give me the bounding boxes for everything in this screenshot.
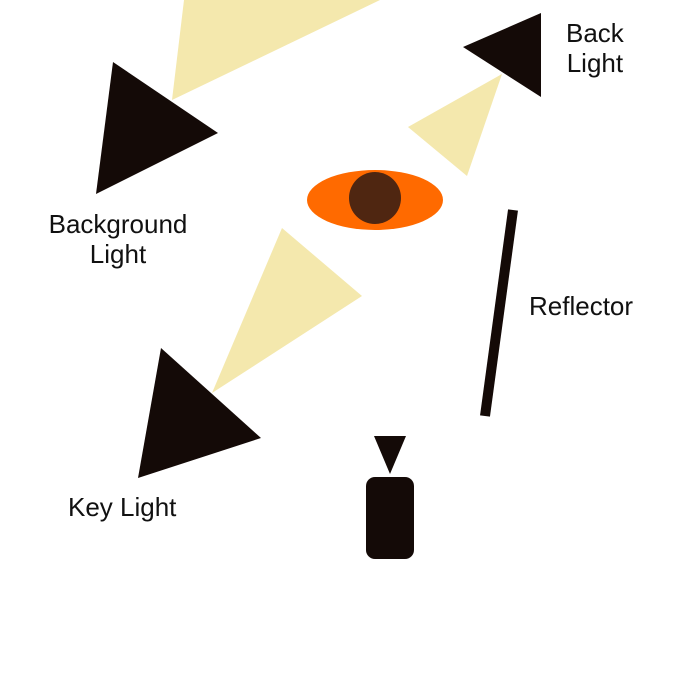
camera-body-icon bbox=[366, 477, 414, 559]
background-light-label-line1: Background bbox=[48, 209, 188, 239]
reflector-panel bbox=[480, 209, 518, 417]
reflector-label: Reflector bbox=[529, 291, 634, 321]
back-light-label-line2: Light bbox=[566, 48, 624, 78]
key-light-beam bbox=[212, 228, 362, 393]
back-light-beam bbox=[408, 74, 502, 176]
background-light-label-line2: Light bbox=[89, 239, 147, 269]
key-light-label: Key Light bbox=[68, 492, 177, 522]
background-light-label: Background Light bbox=[38, 209, 198, 269]
back-light-label-line1: Back bbox=[566, 18, 624, 48]
background-light-beam bbox=[172, 0, 380, 100]
back-light-icon bbox=[463, 13, 541, 97]
background-light-icon bbox=[96, 62, 218, 194]
back-light-label: Back Light bbox=[566, 18, 624, 78]
camera-lens-icon bbox=[374, 436, 406, 474]
subject-head bbox=[349, 172, 401, 224]
key-light-icon bbox=[138, 348, 261, 478]
